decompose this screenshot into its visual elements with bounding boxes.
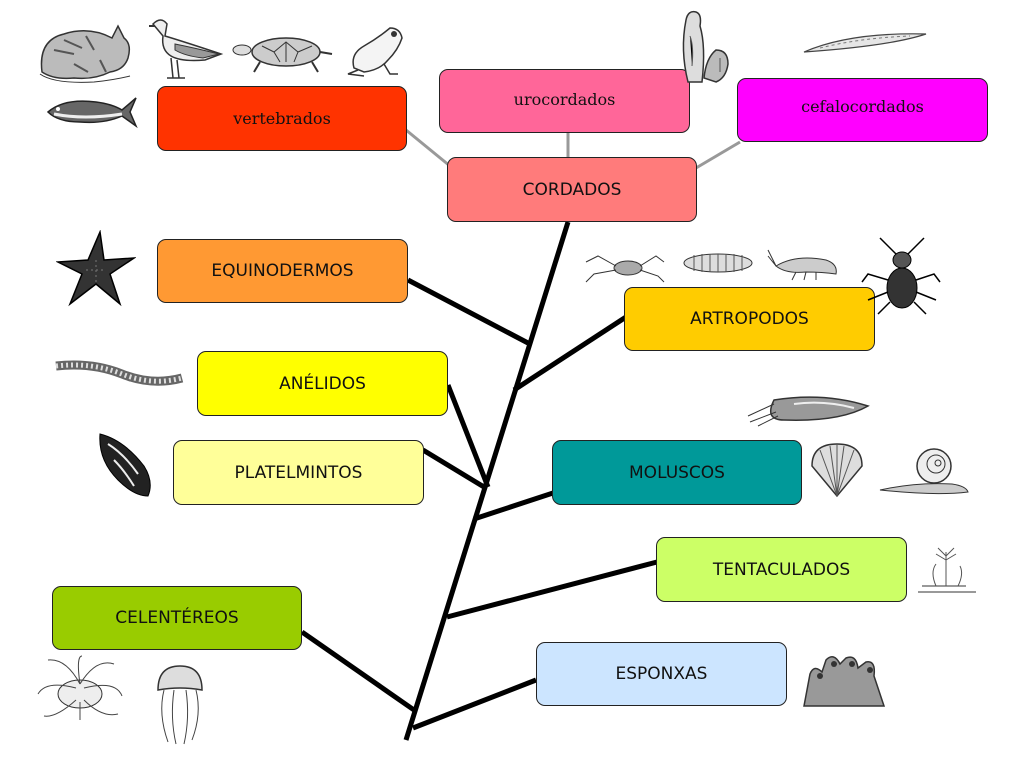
node-artropodos: ARTROPODOS	[624, 287, 875, 351]
flatworm-icon	[99, 433, 151, 497]
frog-icon	[347, 27, 403, 77]
worm-icon	[55, 360, 184, 386]
node-cordados: CORDADOS	[447, 157, 697, 222]
beetle-icon	[861, 237, 941, 315]
branch-equinodermos	[406, 277, 530, 346]
cat-icon	[39, 24, 131, 83]
branch-esponxas	[412, 677, 537, 731]
shrimp-icon	[767, 249, 837, 281]
sea-squirt-icon	[682, 10, 729, 83]
branch-celentereos	[300, 629, 416, 713]
branch-platelmintos	[421, 447, 486, 490]
node-urocordados: urocordados	[439, 69, 690, 133]
branch-moluscos	[473, 490, 554, 522]
node-platelmintos: PLATELMINTOS	[173, 440, 424, 505]
snail-icon	[879, 448, 969, 495]
jellyfish-icon	[157, 665, 203, 745]
link-cefalocordados	[695, 140, 741, 170]
bryozoan-icon	[918, 547, 976, 593]
node-label: MOLUSCOS	[629, 462, 725, 483]
node-label: CORDADOS	[522, 179, 622, 200]
woodlouse-icon	[683, 253, 753, 273]
starfish-icon	[56, 230, 136, 307]
node-esponxas: ESPONXAS	[536, 642, 787, 706]
sponge-icon	[803, 656, 886, 707]
node-label: ANÉLIDOS	[279, 373, 366, 394]
node-label: urocordados	[513, 90, 616, 109]
link-vertebrados	[405, 128, 451, 168]
node-tentaculados: TENTACULADOS	[656, 537, 907, 602]
lancelet-icon	[803, 33, 927, 53]
turtle-icon	[232, 37, 333, 73]
scallop-icon	[811, 443, 863, 498]
node-label: cefalocordados	[801, 97, 924, 116]
tuna-icon	[46, 97, 138, 129]
node-label: TENTACULADOS	[712, 559, 851, 580]
node-vertebrados: vertebrados	[157, 86, 407, 151]
node-cefalocordados: cefalocordados	[737, 78, 988, 142]
node-label: CELENTÉREOS	[115, 608, 239, 628]
node-label: EQUINODERMOS	[211, 261, 354, 281]
sea-anemone-icon	[37, 655, 123, 720]
branch-tentaculados	[446, 559, 658, 620]
spider-icon	[585, 255, 665, 283]
node-label: vertebrados	[233, 109, 331, 128]
branch-artropodos	[512, 314, 628, 393]
node-label: ESPONXAS	[615, 664, 708, 684]
node-anelidos: ANÉLIDOS	[197, 351, 448, 416]
node-celentereos: CELENTÉREOS	[52, 586, 302, 650]
seagull-icon	[149, 19, 224, 79]
node-equinodermos: EQUINODERMOS	[157, 239, 408, 303]
node-moluscos: MOLUSCOS	[552, 440, 802, 505]
branch-anelidos	[445, 384, 491, 488]
node-label: ARTROPODOS	[690, 309, 809, 329]
node-label: PLATELMINTOS	[234, 462, 363, 483]
cuttlefish-icon	[747, 396, 870, 427]
